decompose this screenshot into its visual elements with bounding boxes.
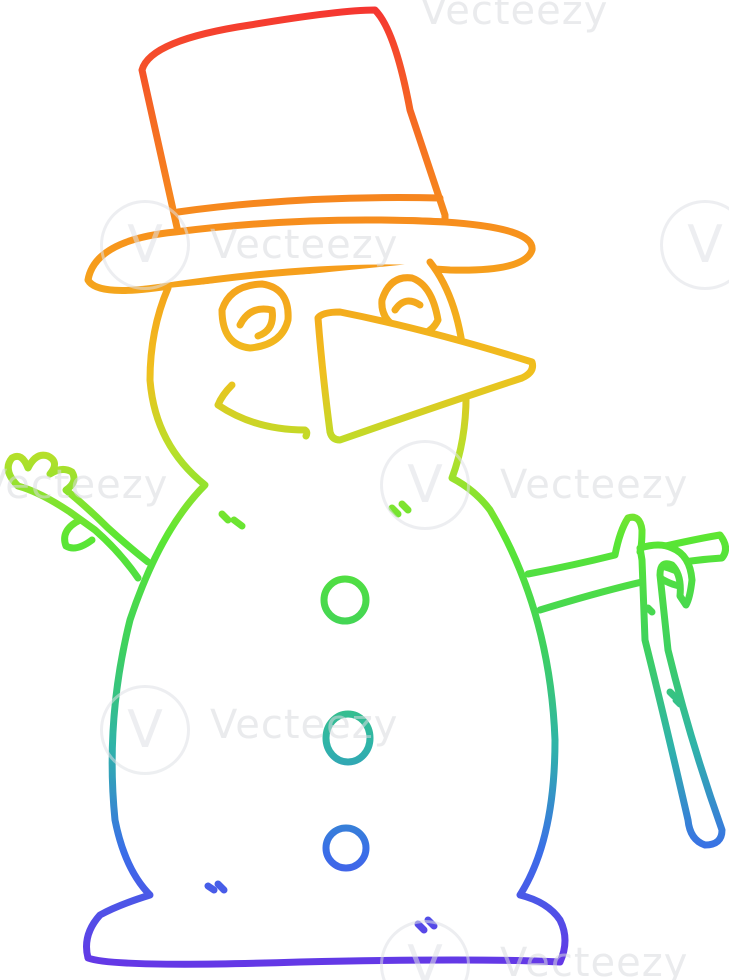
right-arm (524, 513, 729, 614)
left-pupil (236, 305, 276, 340)
smile (214, 381, 311, 440)
carrot-nose (314, 308, 536, 444)
snow-speckle-left (204, 880, 228, 894)
left-arm-twig (61, 516, 96, 552)
cane-speckle (644, 604, 684, 708)
button-middle (322, 710, 374, 766)
hat-crown (138, 6, 449, 242)
button-top (320, 575, 370, 625)
cheek-marks-left (218, 510, 246, 530)
cane (636, 541, 726, 849)
cheek-marks-right (388, 500, 412, 518)
left-eye (218, 280, 292, 352)
button-bottom (322, 824, 370, 872)
hat-brim (84, 216, 536, 294)
right-pupil (391, 297, 424, 314)
left-arm (4, 451, 152, 582)
hat-band (174, 194, 444, 216)
